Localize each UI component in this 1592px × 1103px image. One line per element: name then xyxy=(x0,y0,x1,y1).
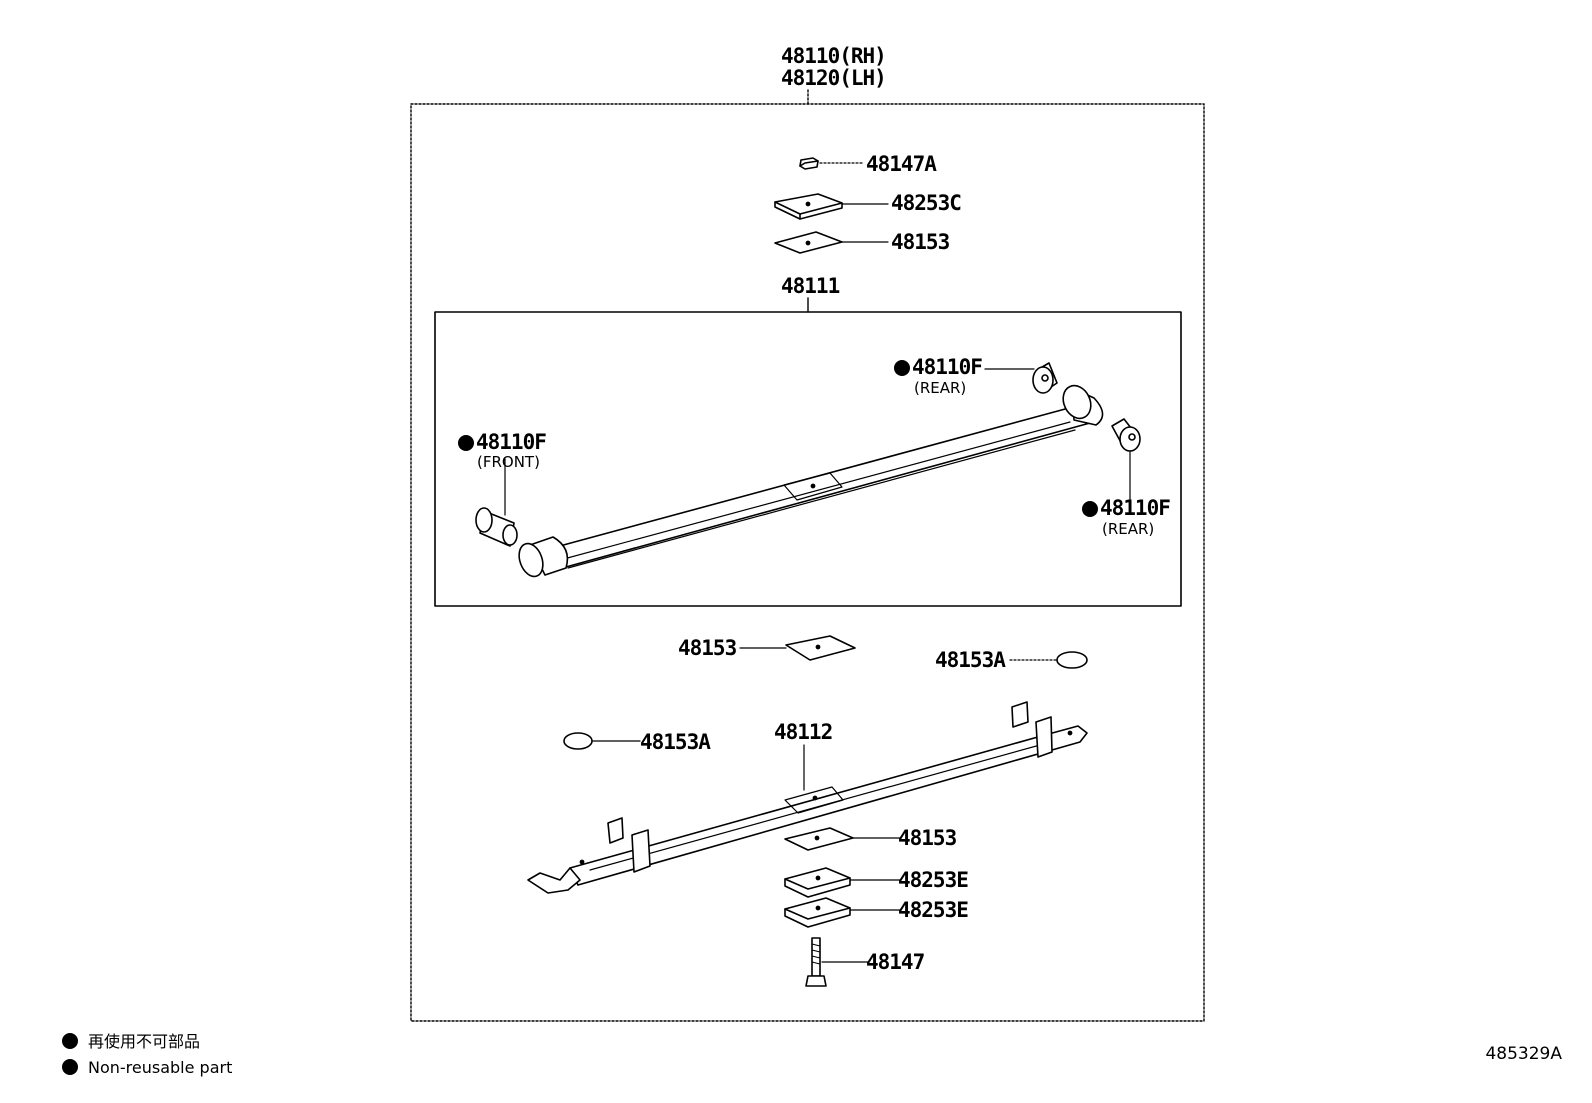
legend-dot xyxy=(62,1059,78,1075)
label-48153-low: 48153 xyxy=(898,826,957,850)
assembly-rh-label: 48110(RH) xyxy=(781,44,887,68)
non-reusable-dot xyxy=(458,435,474,451)
pad-48253e-1 xyxy=(784,867,901,898)
pad-48253e-2 xyxy=(784,897,901,928)
label-48147a: 48147A xyxy=(866,152,937,176)
label-bushing-front: 48110F xyxy=(458,432,547,453)
label-48153a-left: 48153A xyxy=(640,730,711,754)
label-48153-top: 48153 xyxy=(891,230,950,254)
bushing-rear-top xyxy=(984,362,1058,394)
plate-48153-mid xyxy=(739,635,856,661)
label-48253c: 48253C xyxy=(891,191,962,215)
group-label-48111: 48111 xyxy=(781,274,840,298)
legend-en: Non-reusable part xyxy=(62,1059,232,1076)
plate-48153-low xyxy=(784,827,901,851)
disc-48153a-left xyxy=(563,732,641,750)
label-48153-mid: 48153 xyxy=(678,636,737,660)
label-48253e-2: 48253E xyxy=(898,898,969,922)
pad-48253c xyxy=(774,193,889,220)
legend-jp: 再使用不可部品 xyxy=(62,1033,200,1050)
bushing-rear-lower xyxy=(1111,418,1141,509)
non-reusable-dot xyxy=(894,360,910,376)
diagram-ref-number: 485329A xyxy=(1485,1044,1562,1064)
label-48253e-1: 48253E xyxy=(898,868,969,892)
plate-48153-top xyxy=(774,231,889,254)
assembly-lh-label: 48120(LH) xyxy=(781,66,887,90)
note-bushing-front: (FRONT) xyxy=(477,453,540,471)
note-bushing-rear-top: (REAR) xyxy=(914,379,967,397)
legend-dot xyxy=(62,1033,78,1049)
bushing-front xyxy=(475,458,518,547)
bolt-48147 xyxy=(805,937,869,987)
non-reusable-dot xyxy=(1082,501,1098,517)
label-bushing-rear-top: 48110F xyxy=(894,357,983,378)
label-48112: 48112 xyxy=(774,720,833,744)
disc-48153a-right xyxy=(1009,651,1088,669)
label-48153a-right: 48153A xyxy=(935,648,1006,672)
note-bushing-rear-right: (REAR) xyxy=(1102,520,1155,538)
nut-48147a xyxy=(799,157,865,170)
label-bushing-rear-right: 48110F xyxy=(1082,498,1171,519)
label-48147: 48147 xyxy=(866,950,925,974)
leaf-spring-48111 xyxy=(518,384,1104,578)
leaf-spring-48112 xyxy=(527,701,1088,894)
